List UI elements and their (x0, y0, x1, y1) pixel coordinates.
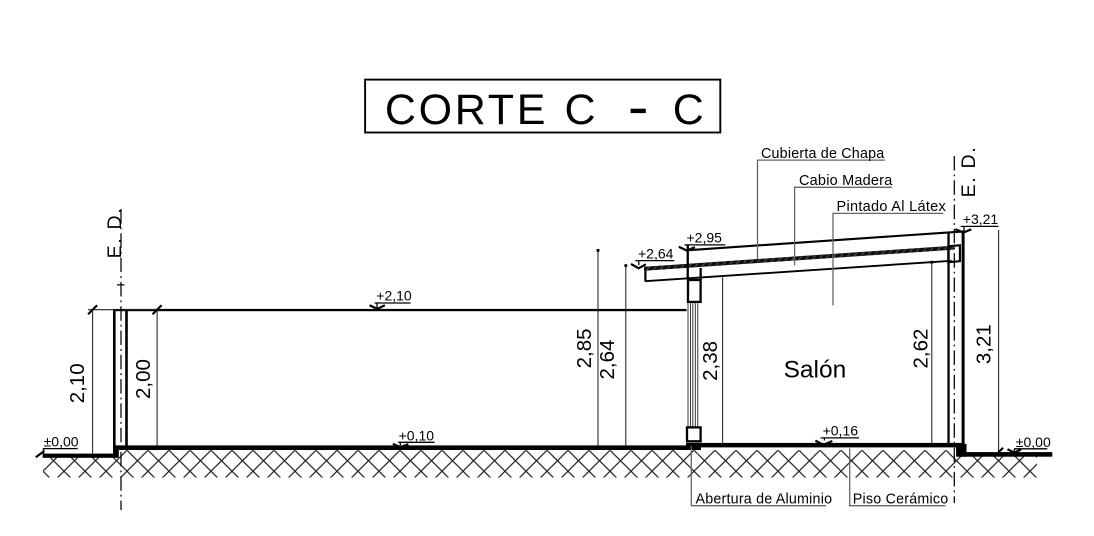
svg-text:2,10: 2,10 (66, 363, 89, 403)
svg-text:2,85: 2,85 (573, 328, 596, 368)
svg-text:C: C (565, 86, 596, 134)
svg-text:Abertura de Aluminio: Abertura de Aluminio (696, 491, 833, 507)
svg-text:±0,00: ±0,00 (44, 434, 79, 450)
svg-text:2,00: 2,00 (132, 359, 155, 399)
svg-text:CORTE: CORTE (385, 86, 548, 134)
svg-text:Piso Cerámico: Piso Cerámico (853, 491, 949, 507)
svg-text:+2,95: +2,95 (687, 229, 723, 245)
svg-text:C: C (673, 86, 704, 134)
svg-text:Cabio Madera: Cabio Madera (799, 173, 893, 189)
svg-text:+2,64: +2,64 (638, 246, 674, 262)
svg-text:+0,16: +0,16 (823, 422, 859, 438)
svg-text:2,64: 2,64 (596, 340, 619, 380)
svg-text:2,62: 2,62 (910, 329, 933, 369)
svg-text:E. D.: E. D. (958, 146, 980, 198)
svg-text:Salón: Salón (784, 356, 847, 383)
svg-text:Cubierta de Chapa: Cubierta de Chapa (761, 146, 884, 162)
svg-text:+3,21: +3,21 (963, 211, 999, 227)
svg-text:Pintado Al Látex: Pintado Al Látex (837, 199, 947, 215)
svg-text:+0,10: +0,10 (399, 427, 435, 443)
svg-text:2,38: 2,38 (699, 341, 722, 381)
svg-text:±0,00: ±0,00 (1016, 434, 1051, 450)
svg-text:+2,10: +2,10 (376, 288, 412, 304)
svg-text:E. D.: E. D. (104, 207, 126, 259)
svg-text:3,21: 3,21 (973, 324, 996, 364)
